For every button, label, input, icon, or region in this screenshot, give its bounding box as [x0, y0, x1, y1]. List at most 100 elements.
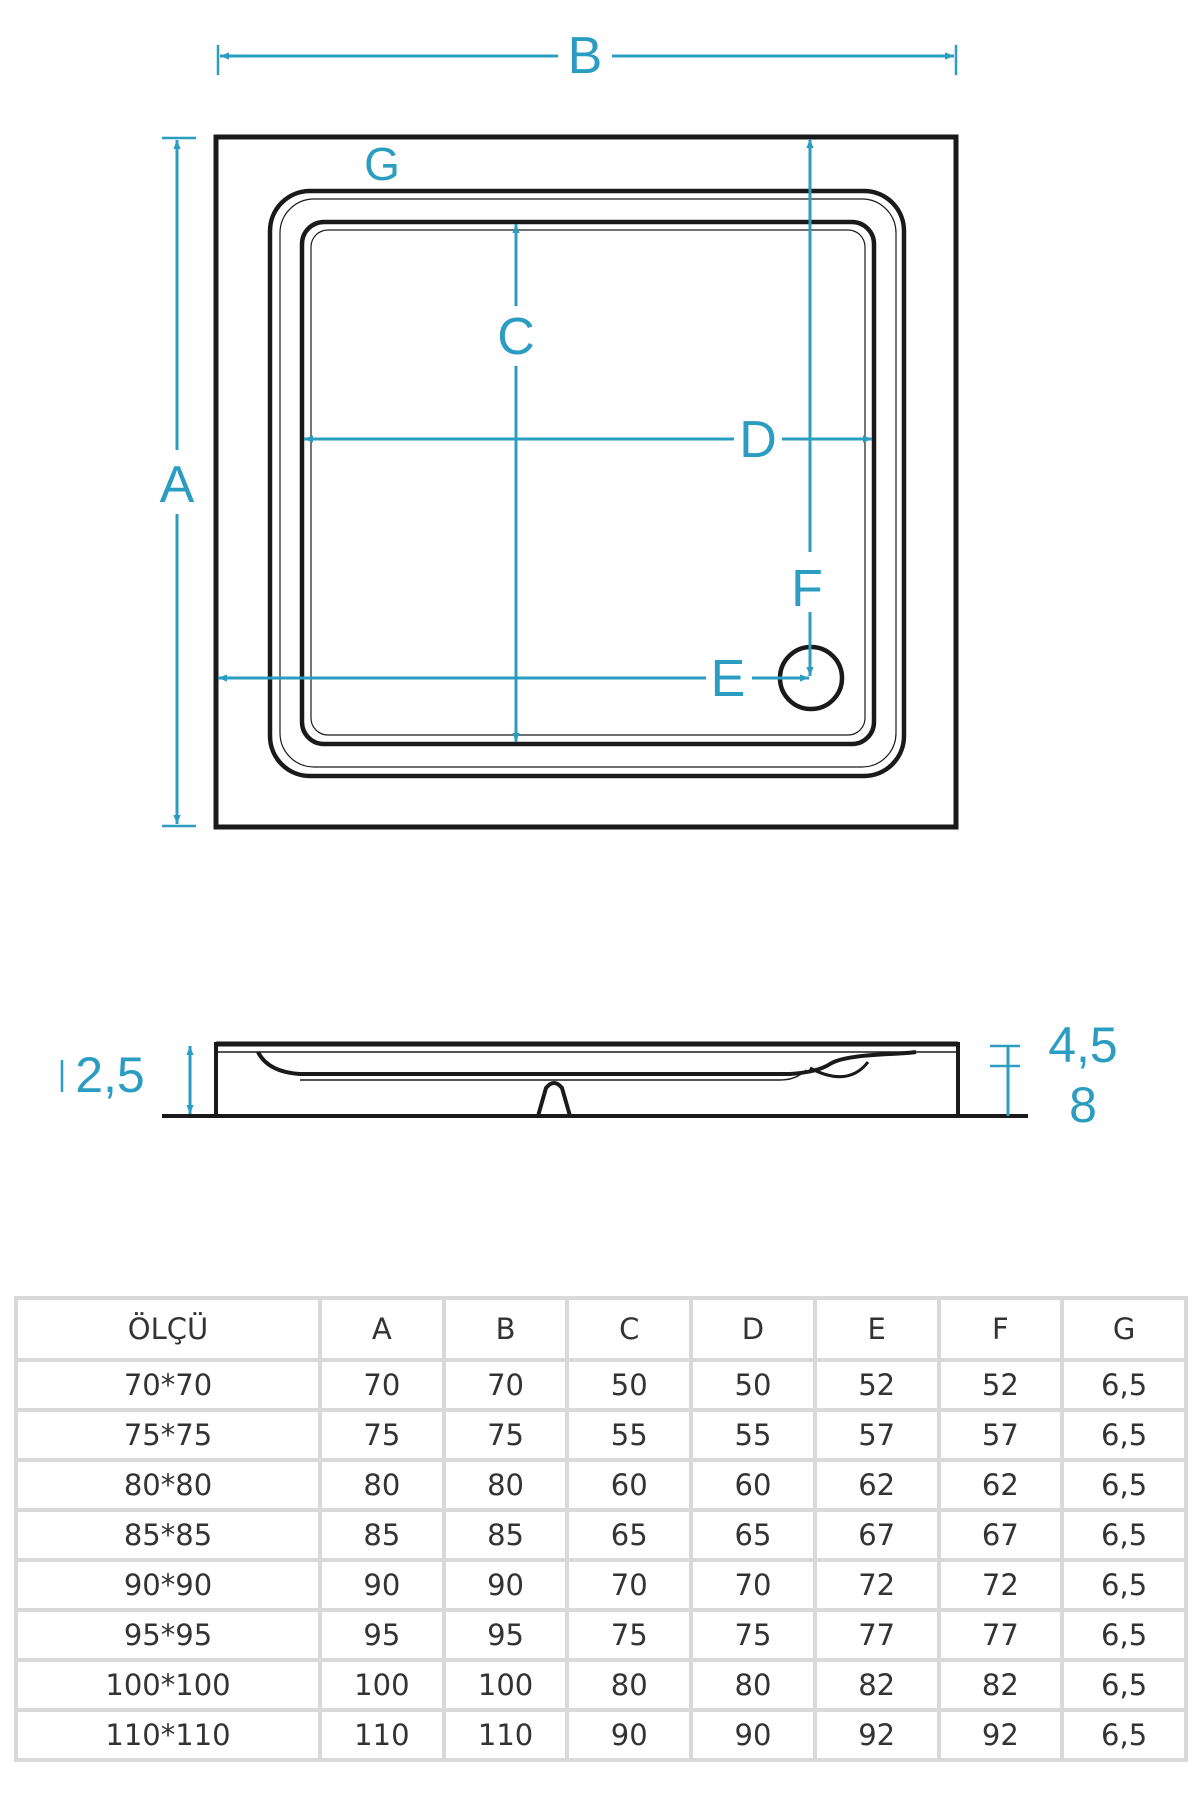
table-cell: 62 [940, 1462, 1061, 1508]
table-cell: 77 [940, 1612, 1061, 1658]
table-header-cell: D [693, 1300, 813, 1358]
table-cell: 100 [322, 1662, 442, 1708]
tray-rim [267, 188, 907, 779]
table-cell: 70*70 [18, 1362, 318, 1408]
table-cell: 110*110 [18, 1712, 318, 1758]
tray-rim-inner-line [279, 198, 897, 768]
table-cell: 6,5 [1064, 1362, 1184, 1408]
table-cell: 6,5 [1064, 1712, 1184, 1758]
table-cell: 110 [322, 1712, 442, 1758]
top-view-dimensions: B A G C D F E [160, 27, 958, 828]
table-cell: 95 [322, 1612, 442, 1658]
table-cell: 80 [322, 1462, 442, 1508]
table-cell: 85 [322, 1512, 442, 1558]
table-cell: 50 [693, 1362, 813, 1408]
table-cell: 75 [693, 1612, 813, 1658]
table-cell: 95*95 [18, 1612, 318, 1658]
table-cell: 90 [693, 1712, 813, 1758]
table-cell: 90 [322, 1562, 442, 1608]
table-cell: 75 [445, 1412, 566, 1458]
table-header-cell: C [569, 1300, 690, 1358]
dimension-f-label: F [791, 560, 823, 618]
table-row: 90*90 90 90 70 70 72 72 6,5 [18, 1562, 1184, 1608]
table-cell: 80*80 [18, 1462, 318, 1508]
table-row: 110*110 110 110 90 90 92 92 6,5 [18, 1712, 1184, 1758]
table-cell: 82 [816, 1662, 937, 1708]
side-view [162, 1041, 1028, 1118]
table-row: 80*80 80 80 60 60 62 62 6,5 [18, 1462, 1184, 1508]
table-cell: 72 [940, 1562, 1061, 1608]
left-height-label: 2,5 [75, 1047, 145, 1103]
dimension-g-label: G [364, 138, 400, 190]
table-cell: 90 [569, 1712, 690, 1758]
table-cell: 90 [445, 1562, 566, 1608]
table-cell: 65 [569, 1512, 690, 1558]
table-cell: 80 [445, 1462, 566, 1508]
table-cell: 6,5 [1064, 1662, 1184, 1708]
table-cell: 6,5 [1064, 1512, 1184, 1558]
table-cell: 60 [693, 1462, 813, 1508]
table-cell: 100*100 [18, 1662, 318, 1708]
tray-outer-edge [213, 134, 959, 830]
top-view [213, 134, 959, 830]
table-cell: 92 [816, 1712, 937, 1758]
table-cell: 70 [569, 1562, 690, 1608]
table-cell: 85*85 [18, 1512, 318, 1558]
dimension-c-label: C [497, 308, 535, 366]
right-height-top-label: 4,5 [1048, 1017, 1118, 1073]
table-cell: 50 [569, 1362, 690, 1408]
table-header-cell: E [816, 1300, 937, 1358]
table-header-row: ÖLÇÜ A B C D E F G [18, 1300, 1184, 1358]
side-view-dimensions: 2,5 4,5 8 [60, 1017, 1118, 1133]
table-cell: 62 [816, 1462, 937, 1508]
tray-basin-profile [256, 1050, 917, 1076]
table-cell: 6,5 [1064, 1612, 1184, 1658]
table-cell: 60 [569, 1462, 690, 1508]
table-header-cell: A [322, 1300, 442, 1358]
table-row: 100*100 100 100 80 80 82 82 6,5 [18, 1662, 1184, 1708]
table-cell: 67 [940, 1512, 1061, 1558]
tray-basin [299, 219, 877, 747]
table-cell: 100 [445, 1662, 566, 1708]
dimension-a-label: A [160, 456, 195, 514]
table-cell: 85 [445, 1512, 566, 1558]
dimensions-table: ÖLÇÜ A B C D E F G 70*70 70 70 50 50 52 … [14, 1296, 1188, 1762]
table-cell: 70 [693, 1562, 813, 1608]
dimension-d-label: D [739, 411, 777, 469]
table-cell: 65 [693, 1512, 813, 1558]
table-cell: 55 [693, 1412, 813, 1458]
table-cell: 90*90 [18, 1562, 318, 1608]
table-row: 70*70 70 70 50 50 52 52 6,5 [18, 1362, 1184, 1408]
table-cell: 82 [940, 1662, 1061, 1708]
table-cell: 52 [816, 1362, 937, 1408]
table-cell: 80 [693, 1662, 813, 1708]
table-cell: 75 [322, 1412, 442, 1458]
drain-outlet [536, 1081, 572, 1117]
table-header-cell: ÖLÇÜ [18, 1300, 318, 1358]
table-header-cell: B [445, 1300, 566, 1358]
table-cell: 75*75 [18, 1412, 318, 1458]
dimension-e-label: E [711, 650, 746, 708]
technical-drawing: B A G C D F E [60, 27, 1118, 1133]
table-cell: 80 [569, 1662, 690, 1708]
table-cell: 110 [445, 1712, 566, 1758]
table-cell: 77 [816, 1612, 937, 1658]
table-cell: 75 [569, 1612, 690, 1658]
table-cell: 57 [816, 1412, 937, 1458]
table-cell: 70 [445, 1362, 566, 1408]
table-cell: 95 [445, 1612, 566, 1658]
table-cell: 6,5 [1064, 1562, 1184, 1608]
table-cell: 6,5 [1064, 1412, 1184, 1458]
table-header-cell: G [1064, 1300, 1184, 1358]
table-row: 95*95 95 95 75 75 77 77 6,5 [18, 1612, 1184, 1658]
table-row: 75*75 75 75 55 55 57 57 6,5 [18, 1412, 1184, 1458]
table-row: 85*85 85 85 65 65 67 67 6,5 [18, 1512, 1184, 1558]
table-cell: 72 [816, 1562, 937, 1608]
table-cell: 52 [940, 1362, 1061, 1408]
table-cell: 57 [940, 1412, 1061, 1458]
table-cell: 67 [816, 1512, 937, 1558]
table-cell: 6,5 [1064, 1462, 1184, 1508]
table-cell: 92 [940, 1712, 1061, 1758]
tray-basin-inner-line [310, 229, 866, 736]
